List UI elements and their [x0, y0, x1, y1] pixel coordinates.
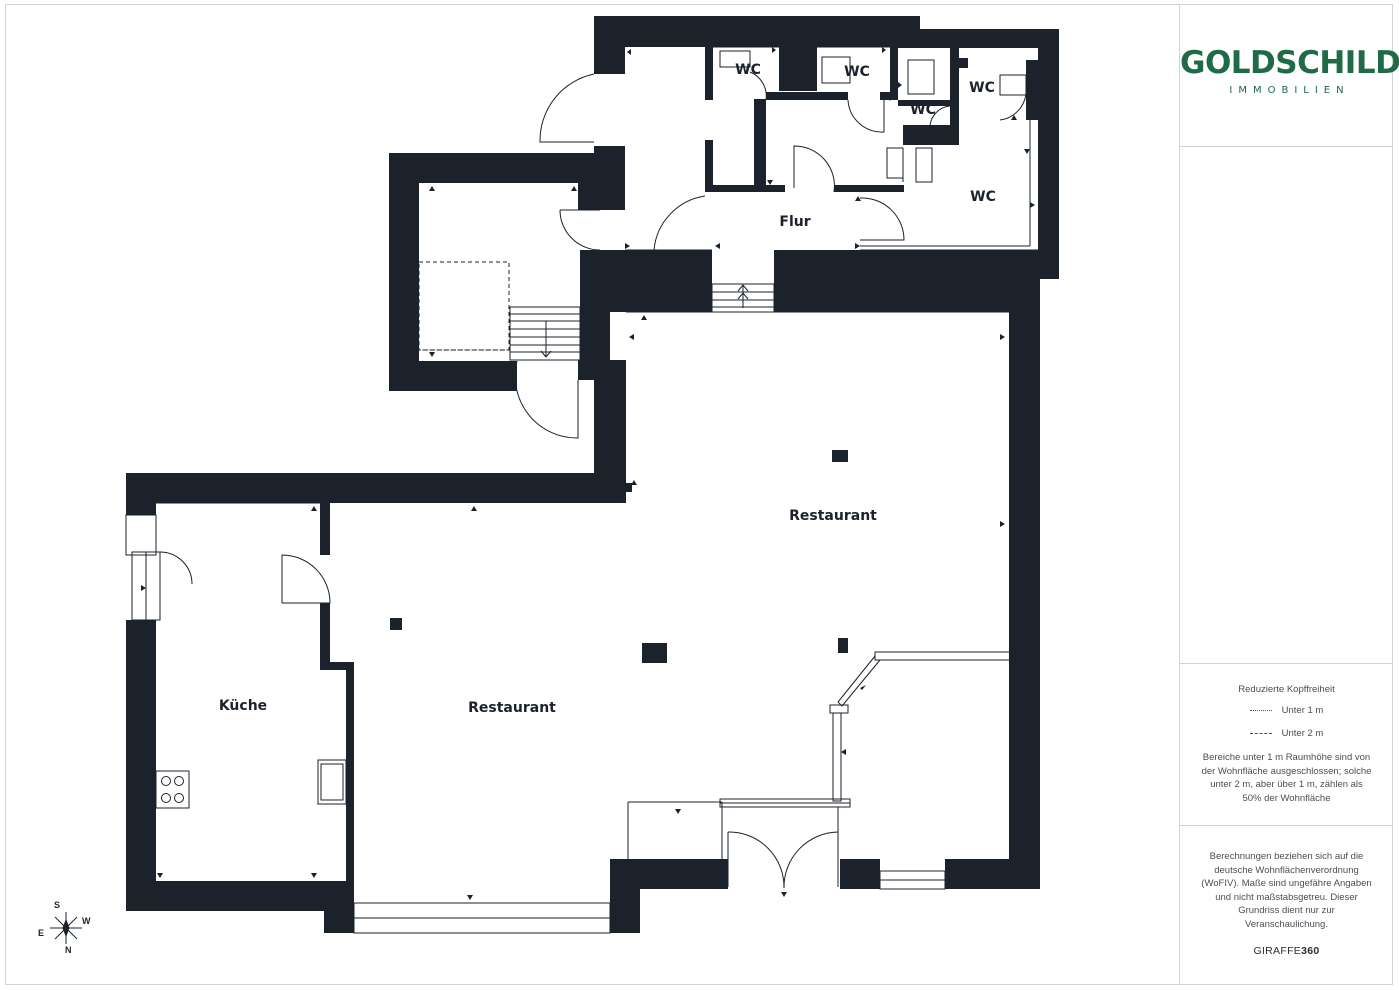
room-label-wc-5: WC: [970, 189, 996, 205]
room-label-wc-3: WC: [910, 102, 936, 118]
sidebar: GOLDSCHILD IMMOBILIEN Reduzierte Kopffre…: [1179, 4, 1399, 985]
sidebar-divider-2: [1180, 663, 1393, 664]
legend-row-under-2m: Unter 2 m: [1180, 728, 1393, 739]
legend-row-under-1m: Unter 1 m: [1180, 705, 1393, 716]
legend-label-under-2m: Unter 2 m: [1281, 728, 1324, 739]
room-label-flur: Flur: [779, 214, 810, 230]
walls: [126, 16, 1059, 933]
legend: Reduzierte Kopffreiheit Unter 1 m Unter …: [1180, 684, 1393, 805]
room-label-restaurant-top: Restaurant: [789, 508, 877, 524]
room-label-wc-1: WC: [735, 62, 761, 78]
goldschild-logo: GOLDSCHILD IMMOBILIEN: [1180, 45, 1399, 97]
compass-e: E: [38, 928, 45, 938]
room-label-restaurant-main: Restaurant: [468, 700, 556, 716]
calculation-text: Berechnungen beziehen sich auf die deuts…: [1201, 851, 1372, 930]
compass-icon: [50, 912, 82, 944]
credit-prefix: GIRAFFE: [1253, 945, 1302, 957]
floor-plan: WC WC WC WC WC Flur Restaurant Restauran…: [125, 16, 1059, 934]
compass-w: W: [82, 916, 91, 926]
giraffe360-credit: GIRAFFE360: [1180, 945, 1393, 957]
compass-s: S: [54, 900, 61, 910]
dashed-line-icon: [1249, 733, 1272, 734]
legend-note: Bereiche unter 1 m Raumhöhe sind von der…: [1201, 752, 1372, 804]
legend-title: Reduzierte Kopffreiheit: [1238, 684, 1335, 695]
compass-n: N: [65, 945, 72, 955]
dotted-line-icon: [1249, 710, 1272, 711]
calculation-note: Berechnungen beziehen sich auf die deuts…: [1180, 850, 1393, 957]
door-swings: [159, 71, 1027, 889]
credit-suffix: 360: [1301, 945, 1320, 957]
compass-rose: S W E N: [36, 898, 96, 958]
sidebar-divider-1: [1180, 146, 1393, 147]
logo-wordmark: GOLDSCHILD: [1180, 45, 1399, 81]
room-label-wc-2: WC: [844, 64, 870, 80]
room-labels: WC WC WC WC WC Flur Restaurant Restauran…: [219, 62, 996, 716]
sidebar-divider-3: [1180, 825, 1393, 826]
page-frame: [5, 4, 1393, 985]
room-label-kueche: Küche: [219, 698, 267, 714]
wall-marker-arrows: [141, 47, 1035, 900]
room-label-wc-4: WC: [969, 80, 995, 96]
legend-label-under-1m: Unter 1 m: [1281, 705, 1324, 716]
logo-subline: IMMOBILIEN: [1229, 85, 1350, 96]
